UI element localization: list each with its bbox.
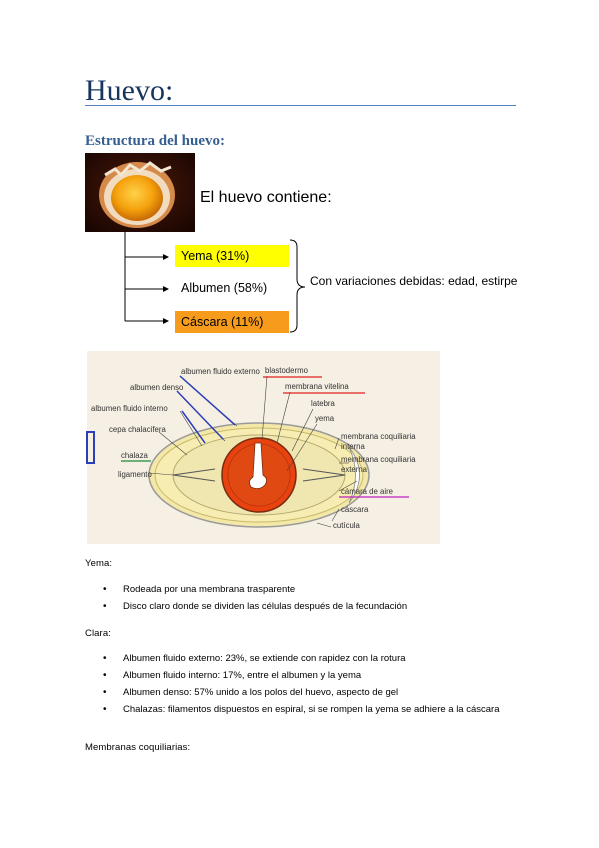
- lbl-cuticula: cutícula: [333, 521, 361, 530]
- yolk-percent-label: Yema (31%): [175, 245, 289, 267]
- lbl-membrana-vitelina: membrana vitelina: [285, 382, 349, 391]
- lbl-latebra: latebra: [311, 399, 336, 408]
- lbl-yema: yema: [315, 414, 335, 423]
- list-item: Albumen denso: 57% unido a los polos del…: [103, 686, 503, 699]
- title-underline: [85, 105, 516, 106]
- lbl-albumen-fluido-externo: albumen fluido externo: [181, 367, 261, 376]
- lbl-chalaza: chalaza: [121, 451, 149, 460]
- lbl-camara-de-aire: cámara de aire: [341, 487, 393, 496]
- contains-heading: El huevo contiene:: [200, 189, 332, 206]
- lbl-membrana-coquiliaria-externa-2: externa: [341, 465, 368, 474]
- list-item: Albumen fluido externo: 23%, se extiende…: [103, 652, 503, 665]
- variations-note: Con variaciones debidas: edad, estirpe: [310, 274, 518, 288]
- blue-highlight-box: [86, 431, 95, 464]
- clara-heading: Clara:: [85, 628, 111, 639]
- section-heading: Estructura del huevo:: [85, 133, 225, 149]
- cracked-egg-photo: [85, 153, 195, 232]
- page-title: Huevo:: [85, 74, 174, 107]
- shell-percent-label: Cáscara (11%): [175, 311, 289, 333]
- list-item: Chalazas: filamentos dispuestos en espir…: [103, 703, 503, 716]
- list-item: Disco claro donde se dividen las células…: [103, 600, 523, 613]
- latebra-shape: [249, 442, 267, 489]
- lbl-membrana-coquiliaria-interna-1: membrana coquiliaria: [341, 432, 416, 441]
- air-cell: [348, 446, 360, 504]
- lbl-cascara: cáscara: [341, 505, 369, 514]
- list-item: Albumen fluido interno: 17%, entre el al…: [103, 669, 503, 682]
- membranas-heading: Membranas coquiliarias:: [85, 742, 191, 753]
- tree-connectors: [124, 232, 306, 333]
- lbl-blastodermo: blastodermo: [265, 366, 309, 375]
- lbl-membrana-coquiliaria-interna-2: interna: [341, 442, 366, 451]
- lbl-albumen-fluido-interno: albumen fluido interno: [91, 404, 168, 413]
- lbl-cepa-chalacifera: cepa chalacifera: [109, 425, 166, 434]
- lbl-membrana-coquiliaria-externa-1: membrana coquiliaria: [341, 455, 416, 464]
- lbl-albumen-denso: albumen denso: [130, 383, 184, 392]
- egg-structure-diagram: albumen fluido externo albumen denso alb…: [87, 351, 440, 544]
- yema-list: Rodeada por una membrana trasparente Dis…: [103, 583, 523, 617]
- lbl-ligamento: ligamento: [118, 470, 152, 479]
- list-item: Rodeada por una membrana trasparente: [103, 583, 523, 596]
- clara-list: Albumen fluido externo: 23%, se extiende…: [103, 652, 503, 720]
- yema-heading: Yema:: [85, 558, 113, 569]
- albumen-percent-label: Albumen (58%): [181, 281, 268, 295]
